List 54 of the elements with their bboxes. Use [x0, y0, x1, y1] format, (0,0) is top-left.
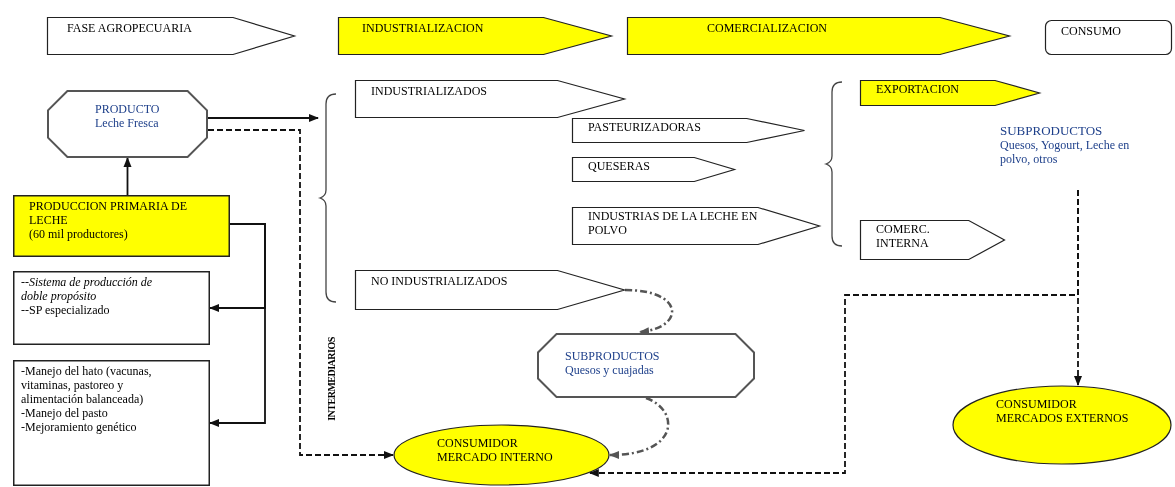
node-text: SUBPRODUCTOS: [565, 349, 661, 363]
node-text: COMERCIALIZACION: [707, 21, 828, 35]
arrow: [588, 189, 1079, 477]
curly-brace: [824, 80, 844, 248]
arrow-banner: [355, 80, 625, 118]
octagon-node: [47, 90, 208, 158]
node-text: CONSUMIDOR MERCADOS EXTERNOS: [996, 397, 1130, 425]
node-text: --Sistema de producción de doble propósito: [21, 275, 154, 303]
node-text: (60 mil productores): [29, 227, 129, 241]
curly-brace: [318, 92, 338, 304]
node-text: CONSUMO: [1061, 24, 1122, 38]
arrow: [609, 396, 670, 459]
node-text: EXPORTACION: [876, 82, 960, 96]
node-text: Quesos, Yogourt, Leche en polvo, otros: [1000, 138, 1131, 166]
arrow: [207, 129, 394, 459]
node-text: -Manejo del hato (vacunas, vitaminas, pastoreo y alimentación balanceada): [21, 364, 153, 406]
arrow-banner: [572, 157, 735, 182]
node-text: COMERC. INTERNA: [876, 222, 931, 250]
arrow-banner: [47, 17, 295, 55]
stage-box: [1045, 20, 1172, 55]
node-text: -Manejo del pasto: [21, 406, 109, 420]
process-box: [13, 271, 210, 345]
process-box: [13, 195, 230, 257]
arrow: [624, 288, 674, 335]
arrow-banner: [355, 270, 625, 310]
ellipse-node: [393, 424, 610, 486]
node-text: INDUSTRIAS DE LA LECHE EN POLVO: [588, 209, 759, 237]
node-text: FASE AGROPECUARIA: [67, 21, 193, 35]
arrow-banner: [338, 17, 612, 55]
process-box: [13, 360, 210, 486]
node-text: PRODUCTO: [95, 102, 161, 116]
vertical-label: INTERMEDIARIOS: [324, 337, 338, 421]
ellipse-node: [952, 385, 1172, 465]
node-text: Leche Fresca: [95, 116, 160, 130]
node-text: SUBPRODUCTOS: [1000, 124, 1104, 138]
arrow: [123, 157, 132, 196]
node-text: Quesos y cuajadas: [565, 363, 655, 377]
node-text: CONSUMIDOR MERCADO INTERNO: [437, 436, 554, 464]
arrow-banner: [572, 207, 820, 245]
arrow-banner: [572, 118, 805, 143]
node-text: INDUSTRIALIZADOS: [371, 84, 488, 98]
node-text: NO INDUSTRIALIZADOS: [371, 274, 509, 288]
arrow-banner: [860, 80, 1040, 106]
arrow: [209, 223, 266, 427]
node-text: PRODUCCION PRIMARIA DE LECHE: [29, 199, 189, 227]
octagon-node: [537, 333, 755, 398]
node-text: INDUSTRIALIZACION: [362, 21, 485, 35]
node-text: QUESERAS: [588, 159, 651, 173]
node-text: --SP especializado: [21, 303, 111, 317]
arrow: [207, 114, 319, 122]
node-text: PASTEURIZADORAS: [588, 120, 702, 134]
node-text: -Mejoramiento genético: [21, 420, 138, 434]
arrow-banner: [860, 220, 1005, 260]
arrow-banner: [627, 17, 1010, 55]
